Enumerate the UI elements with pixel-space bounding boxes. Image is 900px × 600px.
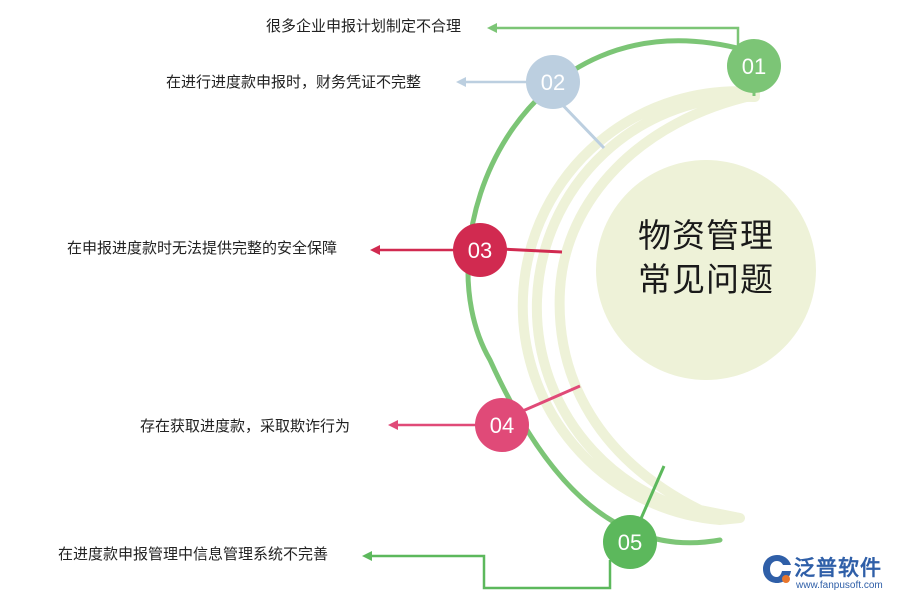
node-01-number: 01 — [742, 54, 766, 79]
node-04-number: 04 — [490, 413, 514, 438]
label-04: 存在获取进度款，采取欺诈行为 — [140, 417, 351, 435]
label-03: 在申报进度款时无法提供完整的安全保障 — [67, 239, 338, 257]
node-05-number: 05 — [618, 530, 642, 555]
logo-url: www.fanpusoft.com — [796, 580, 883, 591]
inner-band — [517, 86, 760, 526]
node-04: 04 — [475, 398, 529, 452]
node-02-number: 02 — [541, 70, 565, 95]
node-05: 05 — [603, 515, 657, 569]
outer-arc — [465, 38, 748, 546]
arrow-02-head — [456, 77, 466, 87]
center-circle — [596, 160, 816, 380]
node-03: 03 — [453, 223, 507, 277]
label-01: 很多企业申报计划制定不合理 — [266, 17, 462, 35]
logo-name: 泛普软件 — [794, 556, 882, 580]
center-title: 物资管理 常见问题 — [598, 214, 814, 302]
node-01: 01 — [727, 39, 781, 93]
arrow-01-head — [487, 23, 497, 33]
center-title-line1: 物资管理 — [638, 216, 774, 255]
label-02: 在进行进度款申报时，财务凭证不完整 — [166, 73, 422, 91]
arrow-03-head — [370, 245, 380, 255]
node-03-number: 03 — [468, 238, 492, 263]
node-02: 02 — [526, 55, 580, 109]
brand-logo: 泛普软件 www.fanpusoft.com — [760, 546, 900, 600]
center-title-line2: 常见问题 — [638, 260, 774, 299]
fanpu-logo-icon — [763, 555, 791, 583]
label-05: 在进度款申报管理中信息管理系统不完善 — [58, 545, 329, 563]
inner-band-edge — [554, 90, 760, 523]
arrow-04-head — [388, 420, 398, 430]
arrow-05-line — [366, 554, 612, 590]
arrow-05-head — [362, 551, 372, 561]
